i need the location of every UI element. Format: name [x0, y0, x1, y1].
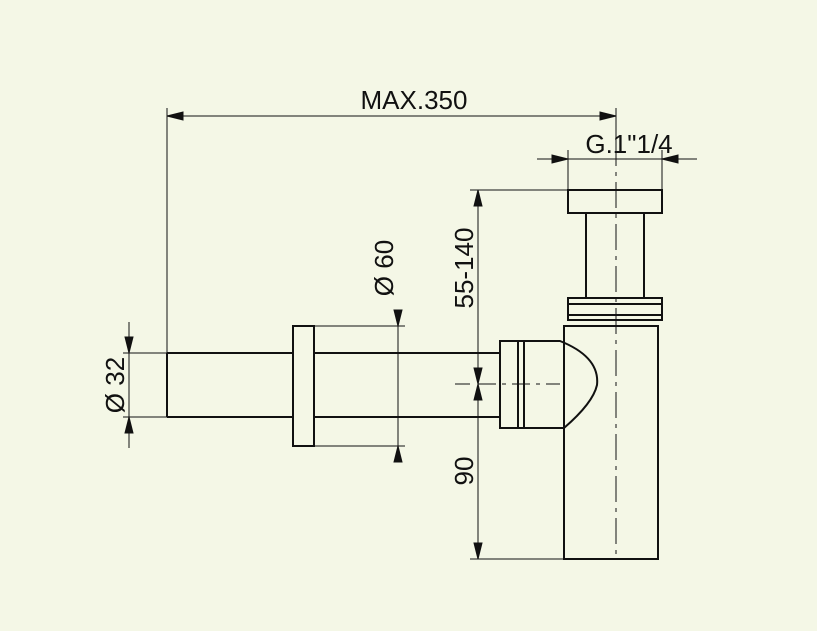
label-55-140: 55-140	[449, 228, 479, 309]
lower-nut	[567, 297, 663, 321]
label-diameter-60: Ø 60	[369, 240, 399, 296]
wall-rosette	[292, 325, 315, 447]
outlet-pipe	[166, 352, 500, 418]
dimension-90	[470, 383, 564, 560]
trap-elbow	[524, 340, 599, 429]
label-max-350: MAX.350	[361, 85, 468, 115]
dimension-55-140	[470, 189, 568, 385]
label-diameter-32: Ø 32	[100, 357, 130, 413]
top-flange	[567, 189, 663, 214]
trap-body	[563, 325, 659, 560]
centerlines	[455, 140, 617, 558]
dimension-diameter-60	[314, 309, 405, 463]
label-thread: G.1"1/4	[585, 129, 672, 159]
dimension-max-350	[166, 108, 617, 353]
dimension-thread	[537, 150, 697, 190]
label-90: 90	[449, 457, 479, 486]
tail-pipe	[585, 213, 645, 298]
dimension-diameter-32	[123, 322, 167, 448]
